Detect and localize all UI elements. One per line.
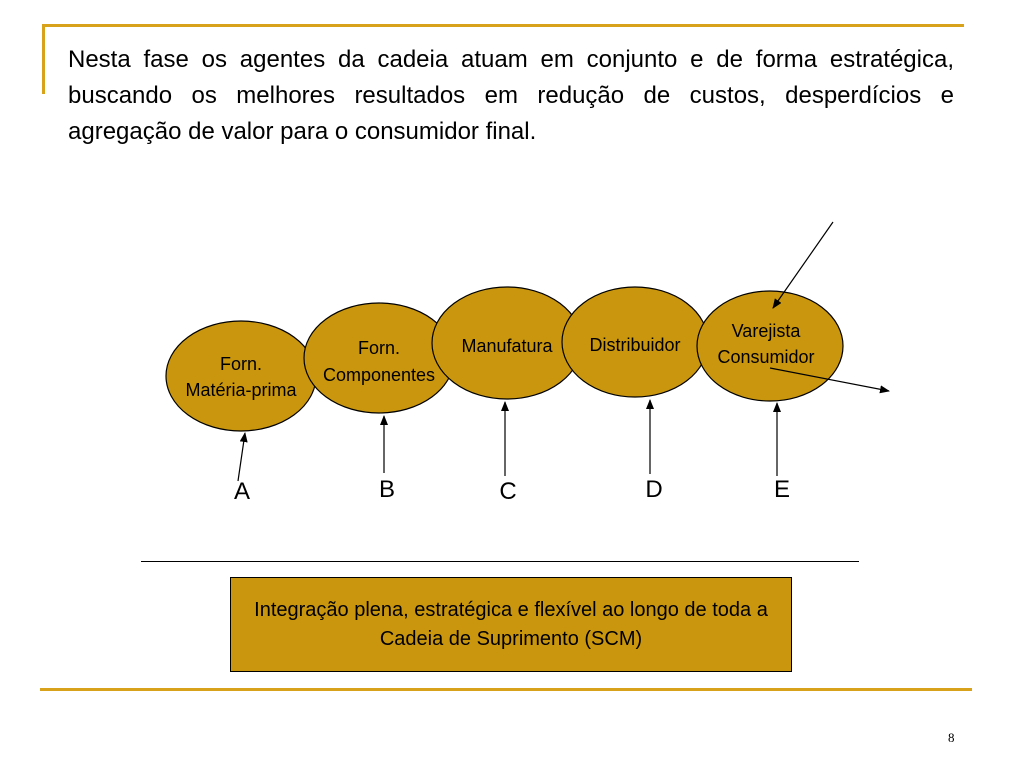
node-label-line: Forn. [358, 338, 400, 358]
scm-summary-box: Integração plena, estratégica e flexível… [230, 577, 792, 672]
separator-line [141, 561, 859, 562]
scm-summary-text: Integração plena, estratégica e flexível… [254, 598, 768, 650]
letter-b: B [379, 476, 395, 503]
letter-a: A [234, 478, 250, 505]
page-number: 8 [948, 730, 955, 745]
frame-top-rule [42, 24, 964, 27]
incoming-arrow [772, 221, 834, 309]
frame-bottom-rule [40, 688, 972, 691]
frame-left-rule [42, 24, 45, 94]
node-label-line: Forn. [220, 354, 262, 374]
node-distribuidor: Distribuidor [561, 286, 709, 398]
node-manufatura: Manufatura [431, 286, 583, 400]
node-label-line: Distribuidor [589, 335, 680, 355]
intro-paragraph: Nesta fase os agentes da cadeia atuam em… [68, 46, 954, 145]
node-varejista-consumidor: Varejista Consumidor [696, 290, 844, 402]
node-label-line: Matéria-prima [185, 380, 297, 400]
node-label-line: Componentes [323, 365, 435, 385]
letter-c: C [499, 478, 516, 505]
outgoing-arrow [769, 367, 890, 394]
node-label-line: Manufatura [461, 336, 553, 356]
node-forn-materia-prima: Forn. Matéria-prima [165, 320, 317, 432]
node-label-line: Varejista [732, 321, 802, 341]
letter-d: D [645, 476, 662, 503]
node-forn-componentes: Forn. Componentes [303, 302, 455, 414]
arrow-a [237, 432, 248, 482]
letter-e: E [774, 476, 790, 503]
node-label-line: Consumidor [717, 347, 814, 367]
